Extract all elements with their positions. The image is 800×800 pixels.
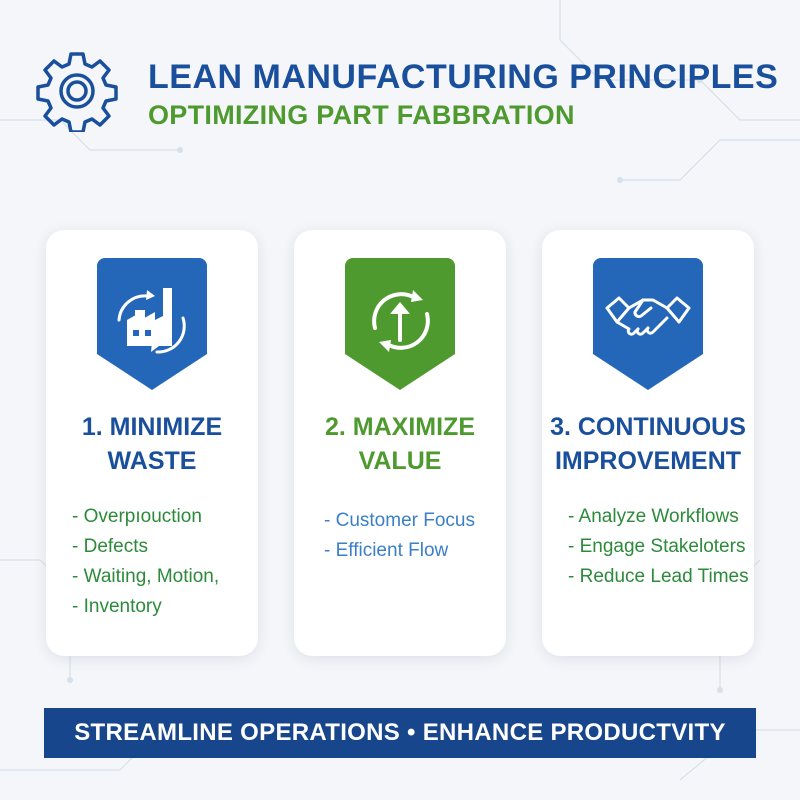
- card-title: 2. MAXIMIZE VALUE: [324, 413, 475, 475]
- page-subtitle: OPTIMIZING PART FABBRATION: [148, 100, 575, 130]
- gear-icon: [36, 52, 118, 132]
- header: LEAN MANUFACTURING PRINCIPLES OPTIMIZING…: [36, 50, 779, 140]
- bullet-list: - Analyze Workflows - Engage Stakeloters…: [542, 502, 754, 592]
- footer-banner: STREAMLINE OPERATIONS • ENHANCE PRODUCTV…: [44, 708, 756, 758]
- factory-recycle-icon: [97, 258, 207, 390]
- list-item: - Overpıouction: [72, 506, 202, 527]
- list-item: - Customer Focus: [324, 510, 475, 531]
- banner-text: STREAMLINE OPERATIONS • ENHANCE PRODUCTV…: [74, 719, 726, 746]
- list-item: - Reduce Lead Times: [568, 566, 749, 587]
- list-item: - Engage Stakeloters: [568, 536, 746, 557]
- card-title: 3. CONTINUOUS IMPROVEMENT: [550, 413, 746, 475]
- list-item: - Defects: [72, 536, 149, 557]
- list-item: - Analyze Workflows: [568, 506, 739, 527]
- principle-card-minimize-waste: 1. MINIMIZE WASTE - Overpıouction - Defe…: [46, 230, 258, 656]
- handshake-icon: [593, 258, 703, 390]
- card-title: 1. MINIMIZE WASTE: [81, 413, 223, 475]
- list-item: - Inventory: [72, 596, 162, 617]
- principle-card-continuous-improvement: 3. CONTINUOUS IMPROVEMENT - Analyze Work…: [542, 230, 754, 656]
- refresh-arrow-up-icon: [345, 258, 455, 390]
- list-item: - Efficient Flow: [324, 540, 449, 561]
- principle-card-maximize-value: 2. MAXIMIZE VALUE - Customer Focus - Eff…: [294, 230, 506, 656]
- bullet-list: - Overpıouction - Defects - Waiting, Mot…: [46, 502, 258, 622]
- bullet-list: - Customer Focus - Efficient Flow: [294, 506, 506, 566]
- page-title: LEAN MANUFACTURING PRINCIPLES: [148, 58, 779, 96]
- list-item: - Waiting, Motion,: [72, 566, 220, 587]
